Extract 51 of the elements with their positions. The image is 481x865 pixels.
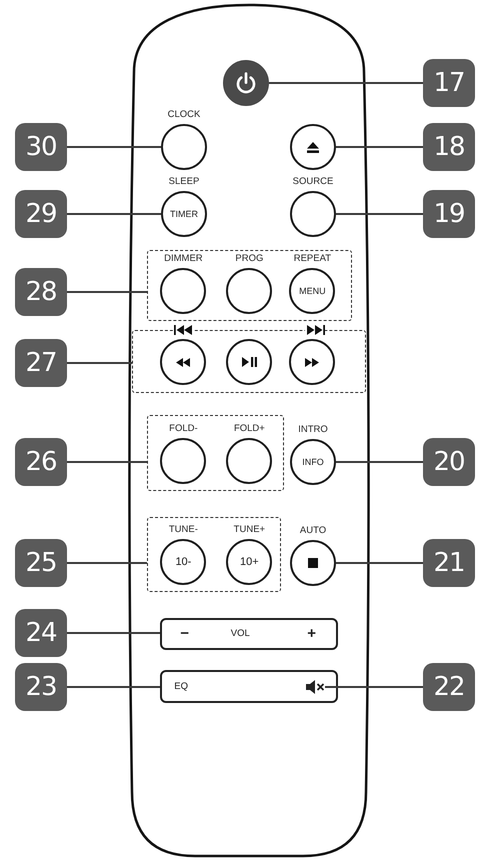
leader-line xyxy=(325,686,423,688)
callout-number: 23 xyxy=(15,663,67,711)
bar-button xyxy=(160,618,338,650)
button-label: INTRO xyxy=(298,424,328,435)
button-label: SLEEP xyxy=(168,176,200,187)
dashed-group-frame xyxy=(147,517,281,592)
callout-number: 18 xyxy=(423,123,475,171)
bar-button xyxy=(160,670,338,703)
leader-line xyxy=(336,213,423,215)
button-label: FOLD+ xyxy=(234,423,265,434)
leader-line xyxy=(67,632,160,634)
callout-number: 30 xyxy=(15,123,67,171)
dashed-group-frame xyxy=(147,415,284,491)
leader-line xyxy=(336,146,423,148)
callout-number: 21 xyxy=(423,539,475,587)
button-label: VOL xyxy=(230,628,250,640)
leader-line xyxy=(67,562,147,564)
leader-line xyxy=(67,461,147,463)
button-label: CLOCK xyxy=(168,109,200,120)
leader-line xyxy=(67,362,132,364)
button-label: TUNE+ xyxy=(234,524,266,536)
dashed-group-frame xyxy=(132,330,366,393)
callout-number: 22 xyxy=(423,663,475,711)
callout-number: 29 xyxy=(15,190,67,238)
button-label: EQ xyxy=(174,680,188,692)
button-label: FOLD- xyxy=(169,423,198,434)
button-label: AUTO xyxy=(300,525,326,536)
button-label: TUNE- xyxy=(168,524,198,536)
button-label: REPEAT xyxy=(294,253,332,264)
leader-line xyxy=(67,686,160,688)
callout-number: 24 xyxy=(15,609,67,657)
callout-number: 26 xyxy=(15,438,67,486)
leader-line xyxy=(336,461,423,463)
button-label: PROG xyxy=(235,253,264,264)
callout-number: 19 xyxy=(423,190,475,238)
button-label: + xyxy=(307,628,316,640)
callout-number: 28 xyxy=(15,268,67,316)
leader-line xyxy=(67,146,161,148)
callout-number: 25 xyxy=(15,539,67,587)
leader-line xyxy=(67,291,147,293)
button-label: SOURCE xyxy=(292,176,334,187)
callout-number: 27 xyxy=(15,339,67,387)
muted-speaker-icon xyxy=(305,679,325,695)
button-label: − xyxy=(180,628,189,640)
button-label: DIMMER xyxy=(164,253,203,264)
leader-line xyxy=(269,82,423,84)
callout-number: 20 xyxy=(423,438,475,486)
leader-line xyxy=(336,562,423,564)
leader-line xyxy=(67,213,161,215)
callout-number: 17 xyxy=(423,59,475,107)
dashed-group-frame xyxy=(147,250,352,321)
